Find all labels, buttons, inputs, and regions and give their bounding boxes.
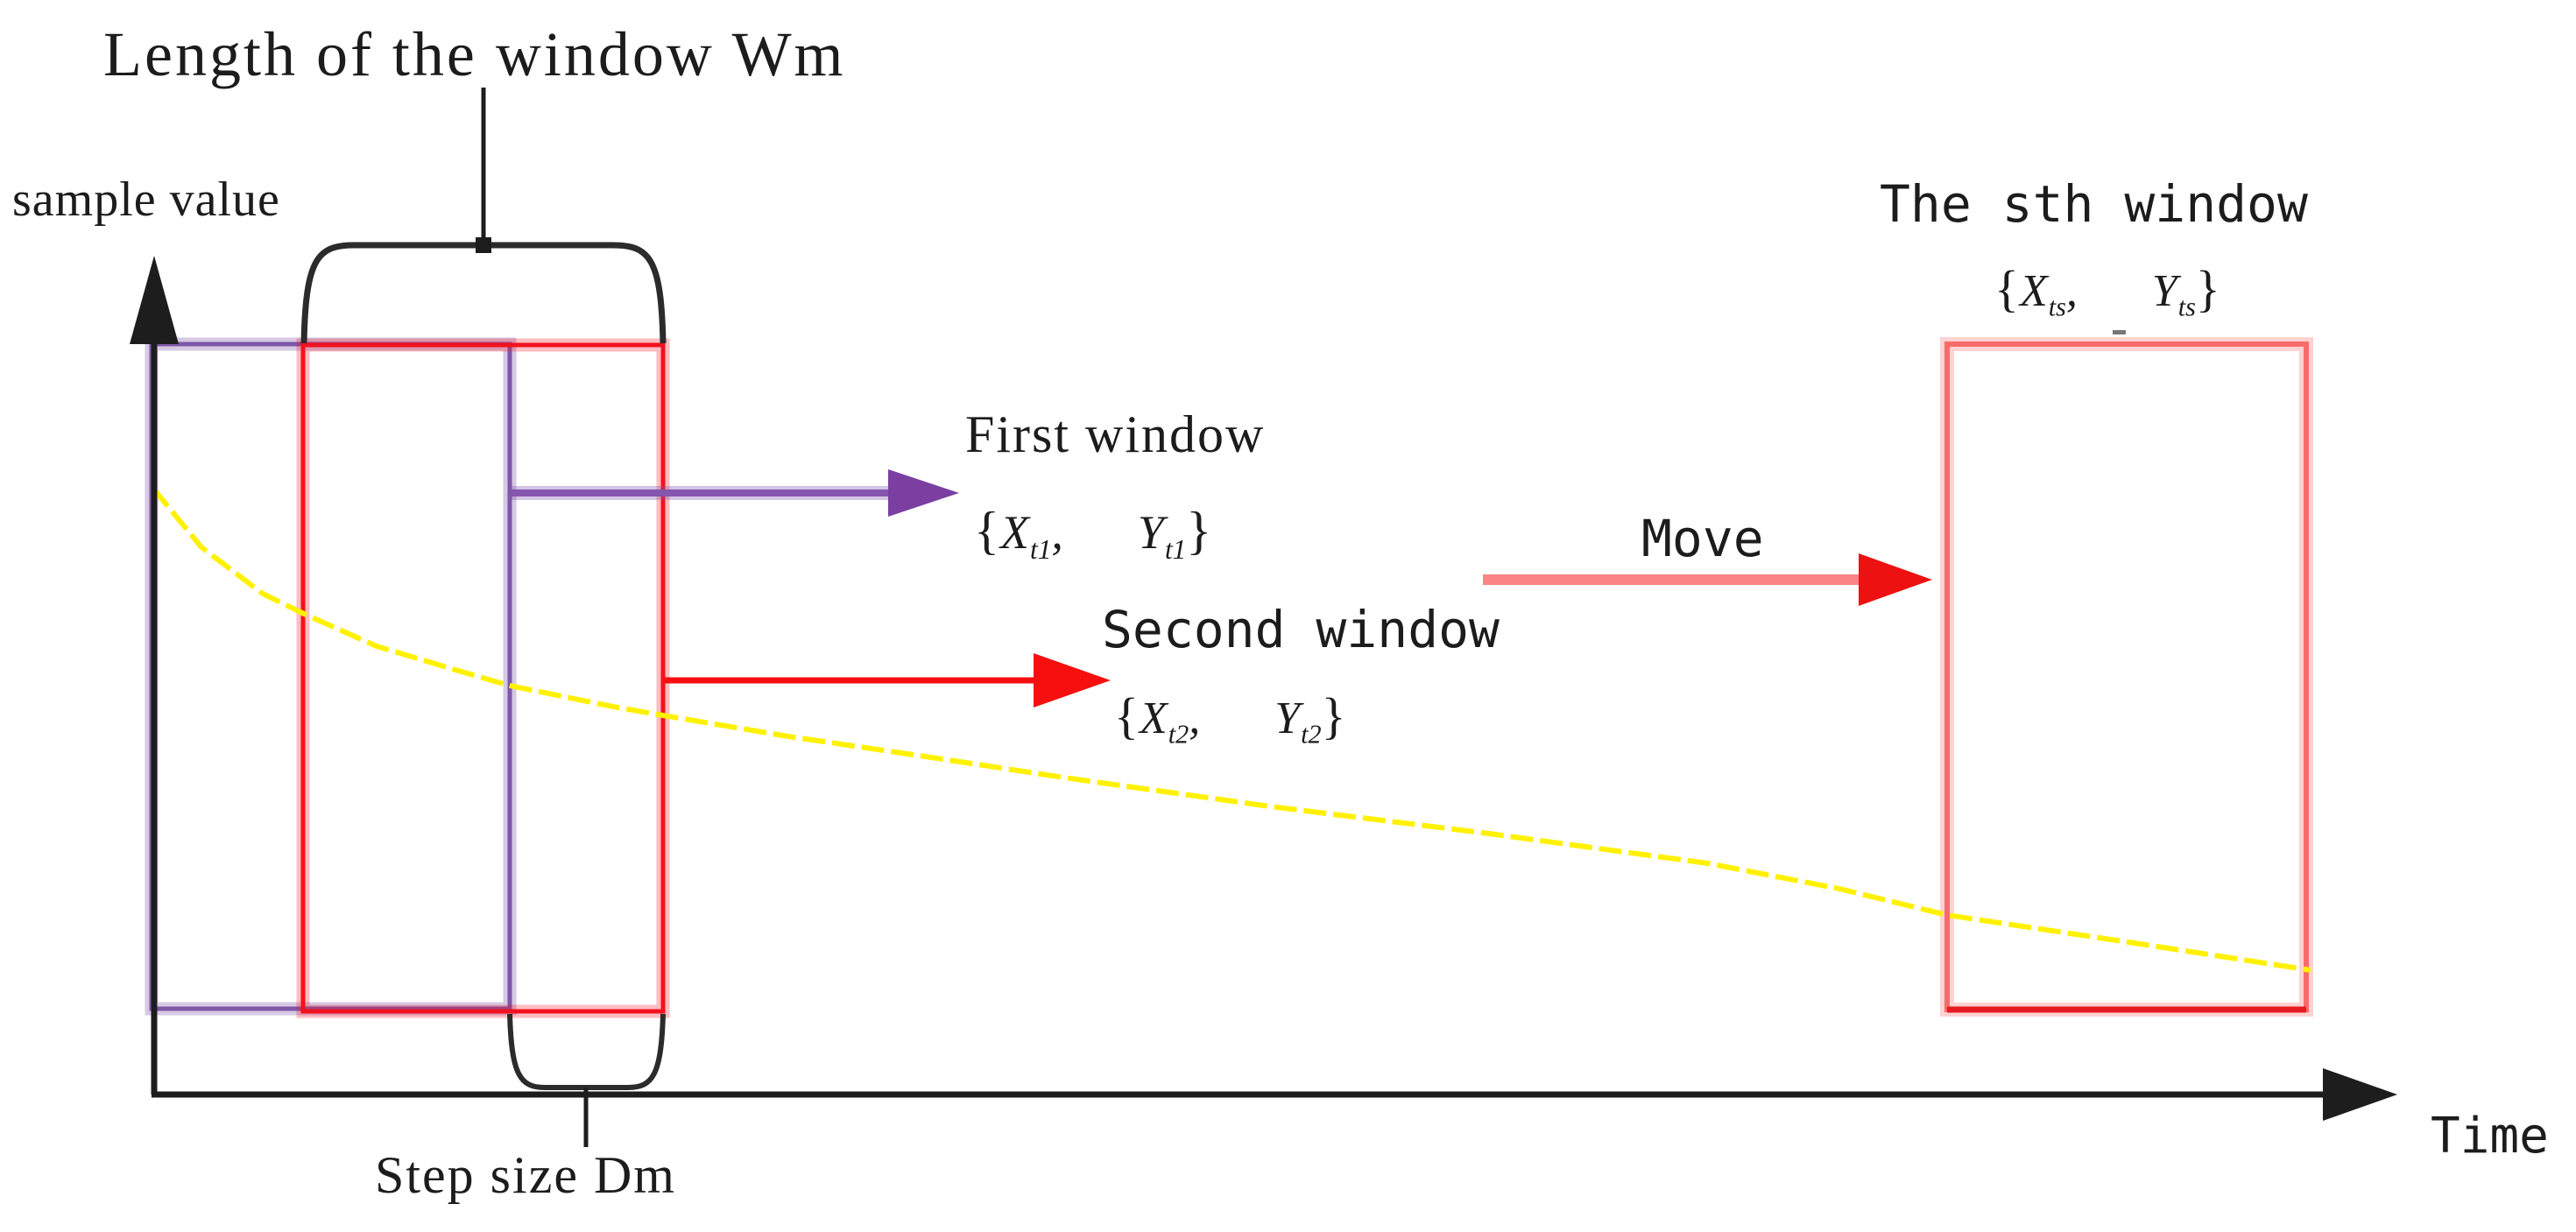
first-window-set-label: {Xt1, Yt1} — [974, 501, 1212, 566]
second-window-arrowhead — [1034, 653, 1111, 708]
comma: , — [1189, 693, 1202, 743]
sth-window-rect — [1940, 337, 2313, 1017]
y-subscript: ts — [2177, 292, 2196, 322]
first-window-arrowhead — [888, 469, 959, 517]
second-window-rect — [296, 338, 670, 1018]
y-symbol: Y — [2151, 266, 2178, 316]
second-window-label: Second window — [1102, 600, 1500, 659]
signal-curve — [151, 487, 2311, 973]
move-arrow — [1483, 553, 1932, 606]
close-brace: } — [1186, 502, 1213, 560]
x-subscript: t2 — [1168, 719, 1189, 750]
y-axis — [130, 256, 179, 1095]
move-label: Move — [1641, 509, 1764, 568]
sth-window-label: The sth window — [1880, 174, 2308, 234]
figure-title: Length of the window Wm — [103, 19, 846, 89]
x-axis — [152, 1068, 2397, 1121]
stray-dash-mark — [2113, 330, 2126, 334]
x-subscript: ts — [2048, 292, 2066, 322]
y-axis-arrowhead — [130, 256, 179, 344]
open-brace: { — [1994, 260, 2020, 317]
y-symbol: Y — [1137, 506, 1165, 559]
first-window-label: First window — [965, 405, 1266, 463]
brace-center-dot — [476, 237, 491, 253]
step-size-brace — [507, 1013, 666, 1147]
sth-window-set-label: {Xts, Yts} — [1994, 259, 2221, 322]
close-brace: } — [2195, 260, 2221, 317]
close-brace: } — [1321, 687, 1347, 744]
x-axis-label: Time — [2431, 1108, 2549, 1165]
open-brace: { — [974, 502, 1001, 560]
x-symbol: X — [2019, 266, 2049, 316]
x-subscript: t1 — [1030, 533, 1052, 565]
comma: , — [2065, 266, 2078, 316]
window-length-brace — [300, 88, 667, 344]
second-window-arrow — [665, 653, 1111, 708]
comma: , — [1051, 506, 1064, 559]
y-axis-label: sample value — [12, 172, 280, 227]
x-symbol: X — [1139, 693, 1168, 743]
x-axis-arrowhead — [2323, 1068, 2397, 1121]
first-window-arrow — [512, 469, 959, 517]
y-symbol: Y — [1274, 693, 1302, 743]
step-size-label: Step size Dm — [375, 1146, 676, 1204]
move-arrowhead — [1859, 553, 1932, 606]
first-window-rect — [145, 337, 517, 1016]
y-subscript: t2 — [1301, 719, 1322, 750]
x-symbol: X — [1000, 506, 1031, 559]
open-brace: { — [1114, 687, 1140, 744]
second-window-set-label: {Xt2, Yt2} — [1114, 686, 1347, 750]
y-subscript: t1 — [1164, 533, 1187, 565]
